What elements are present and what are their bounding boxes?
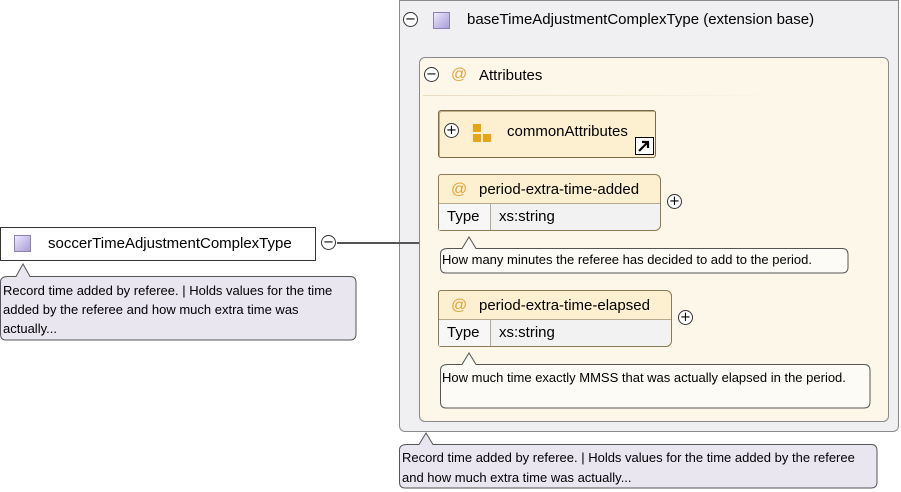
attribute-name: period-extra-time-elapsed: [479, 297, 650, 314]
connector-line: [337, 242, 419, 244]
collapse-icon: −: [323, 235, 334, 250]
complex-type-icon: [433, 12, 450, 29]
attribute-at-icon: @: [451, 297, 468, 314]
reference-arrow-icon[interactable]: [635, 137, 654, 155]
attributes-collapse-toggle[interactable]: −: [424, 67, 439, 82]
attribute-expand-toggle[interactable]: +: [667, 194, 682, 209]
type-key: Type: [439, 320, 491, 346]
attribute-card-period-extra-time-added[interactable]: @ period-extra-time-added Type xs:string: [438, 174, 661, 231]
root-collapse-toggle[interactable]: −: [321, 235, 336, 250]
attribute-at-icon: @: [451, 181, 468, 198]
expand-icon: +: [669, 194, 680, 209]
attribute-card-period-extra-time-elapsed[interactable]: @ period-extra-time-elapsed Type xs:stri…: [438, 290, 672, 347]
root-element-label: soccerTimeAdjustmentComplexType: [48, 235, 292, 252]
base-type-title: baseTimeAdjustmentComplexType (extension…: [467, 11, 815, 28]
common-attributes-expand-toggle[interactable]: +: [444, 123, 459, 138]
base-type-annotation-text: Record time added by referee. | Holds va…: [402, 450, 855, 485]
attribute-expand-toggle[interactable]: +: [678, 310, 693, 325]
expand-icon: +: [680, 310, 691, 325]
type-value: xs:string: [499, 208, 555, 225]
attributes-header-divider: [423, 95, 783, 96]
type-key: Type: [439, 204, 491, 230]
attribute-annotation-text: How many minutes the referee has decided…: [442, 252, 812, 267]
expand-icon: +: [446, 123, 457, 138]
base-type-annotation-callout: [399, 432, 878, 489]
attribute-annotation-callout: [440, 236, 849, 274]
root-annotation-text: Record time added by referee. | Holds va…: [3, 283, 333, 336]
collapse-icon: −: [405, 12, 416, 27]
complex-type-icon: [14, 235, 31, 252]
base-type-collapse-toggle[interactable]: −: [403, 12, 418, 27]
collapse-icon: −: [426, 67, 437, 82]
attribute-group-icon: [473, 124, 493, 142]
root-annotation-callout: [0, 263, 357, 341]
attribute-name: period-extra-time-added: [479, 181, 640, 198]
common-attributes-label: commonAttributes: [507, 123, 628, 140]
attribute-annotation-text: How much time exactly MMSS that was actu…: [442, 370, 846, 385]
attribute-at-icon: @: [451, 66, 468, 83]
attribute-annotation-callout: [440, 352, 871, 409]
attributes-group-title: Attributes: [479, 67, 543, 84]
root-element-box[interactable]: [0, 227, 316, 261]
type-value: xs:string: [499, 324, 555, 341]
